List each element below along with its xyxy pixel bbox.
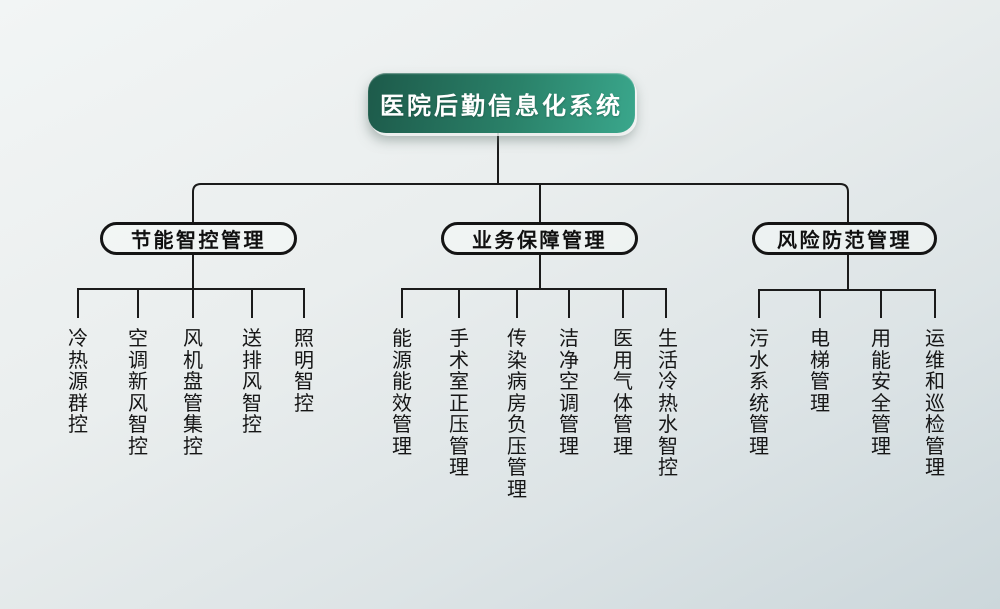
leaf-label: 传染病房负压管理 [507, 326, 527, 501]
leaf-label: 生活冷热水智控 [658, 326, 678, 479]
root-node: 医院后勤信息化系统 [368, 73, 635, 133]
branch-label: 节能智控管理 [131, 228, 266, 252]
branch-node-service-support: 业务保障管理 [441, 222, 638, 255]
leaf-label: 冷热源群控 [68, 326, 88, 436]
branch1-tick-lines [137, 289, 253, 318]
branch1-rail-line [77, 288, 305, 318]
branch-label: 业务保障管理 [472, 228, 607, 252]
branch2-tick-lines [458, 289, 624, 318]
leaf-label: 风机盘管集控 [183, 326, 203, 458]
branch-node-energy-saving-control: 节能智控管理 [100, 222, 297, 255]
branch3-tick-lines [819, 290, 882, 318]
root-node-label: 医院后勤信息化系统 [380, 91, 623, 120]
leaf-label: 洁净空调管理 [559, 326, 579, 458]
leaf-label: 污水系统管理 [749, 326, 769, 458]
top-rail-line [192, 183, 849, 222]
leaf-label: 运维和巡检管理 [925, 326, 945, 479]
leaf-label: 送排风智控 [242, 326, 262, 436]
branch-label: 风险防范管理 [777, 228, 912, 252]
leaf-label: 用能安全管理 [871, 326, 891, 458]
leaf-label: 电梯管理 [810, 326, 830, 415]
leaf-label: 照明智控 [294, 326, 314, 415]
leaf-label: 手术室正压管理 [449, 326, 469, 479]
leaf-label: 空调新风智控 [128, 326, 148, 458]
branch-node-risk-prevention: 风险防范管理 [752, 222, 937, 255]
leaf-label: 医用气体管理 [613, 326, 633, 458]
branch3-rail-line [758, 289, 936, 318]
branch2-rail-line [401, 288, 667, 318]
leaf-label: 能源能效管理 [392, 326, 412, 458]
